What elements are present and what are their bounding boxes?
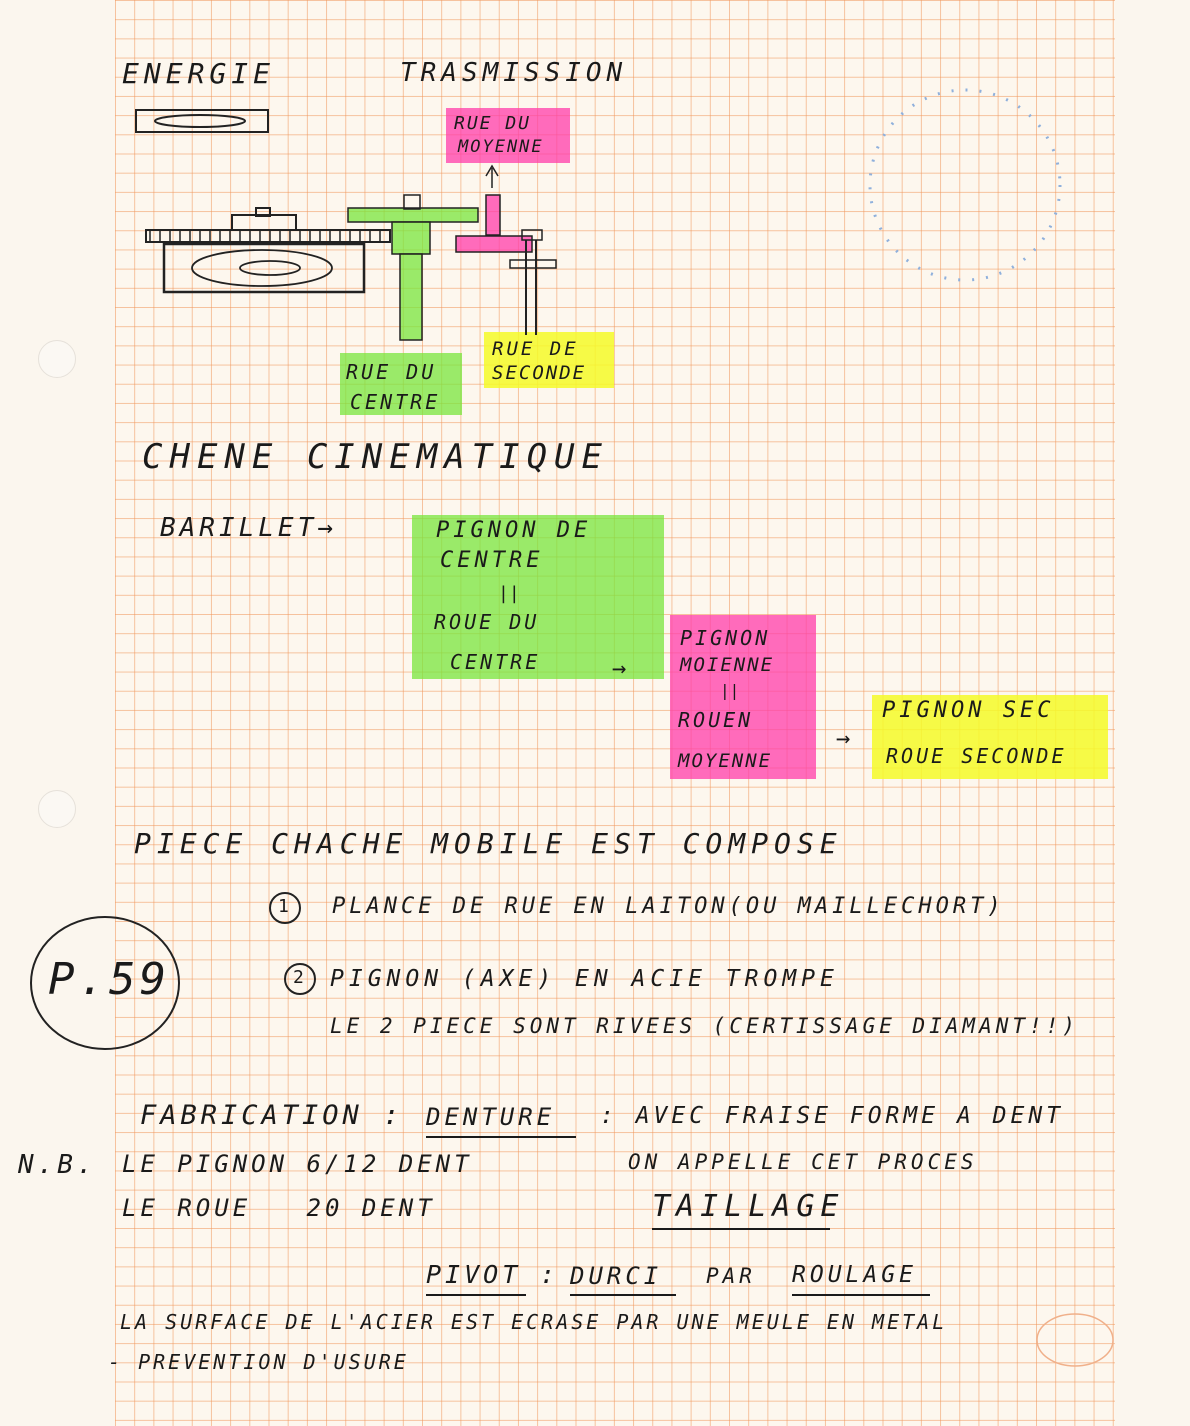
item-1-text: PLANCE DE RUE EN LAITON(OU MAILLECHORT): [332, 894, 1005, 919]
punch-hole: [38, 790, 76, 828]
box-seconde-line2: ROUE SECONDE: [886, 744, 1067, 768]
box-moyenne-line2: MOIENNE: [680, 654, 775, 676]
appelle-text: ON APPELLE CET PROCES: [628, 1150, 978, 1174]
box-centre-line4: ROUE DU: [434, 610, 540, 634]
highlight-seconde-label: [484, 332, 614, 388]
highlight-centre-label: [340, 353, 462, 415]
chaine-title: CHENE CINEMATIQUE: [142, 437, 609, 477]
box-moyenne-line5: MOYENNE: [678, 750, 773, 772]
piece-line: PIECE CHACHE MOBILE EST COMPOSE: [134, 827, 843, 860]
fabrication-label: FABRICATION :: [140, 1100, 404, 1131]
highlight-box-centre: [412, 515, 664, 679]
label-seconde: SECONDE: [492, 362, 587, 384]
arrow-moyenne-seconde: →: [836, 724, 851, 752]
label-moyenne: MOYENNE: [458, 137, 544, 157]
item-2b-text: LE 2 PIECE SONT RIVEES (CERTISSAGE DIAMA…: [330, 1014, 1079, 1038]
pignon-dent: LE PIGNON 6/12 DENT: [122, 1150, 473, 1178]
pivot-colon: :: [540, 1260, 556, 1289]
title-energie: ENERGIE: [122, 57, 276, 90]
denture-underline: [426, 1136, 576, 1138]
fraise-text: : AVEC FRAISE FORME A DENT: [600, 1103, 1065, 1129]
highlight-moyenne-label: [446, 108, 570, 163]
roulage-label: ROULAGE: [792, 1262, 917, 1288]
arrow-centre-moyenne: →: [612, 654, 627, 682]
roulage-underline: [792, 1294, 930, 1296]
item-2-text: PIGNON (AXE) EN ACIE TROMPE: [330, 966, 839, 992]
nb-label: N.B.: [18, 1150, 97, 1180]
label-rue-de: RUE DE: [492, 338, 579, 360]
item-number-1: 1: [278, 896, 289, 917]
box-moyenne-line1: PIGNON: [680, 626, 771, 650]
prevention-text: - PREVENTION D'USURE: [108, 1350, 409, 1374]
box-moyenne-line4: ROUEN: [678, 708, 754, 732]
durci-underline: [570, 1294, 676, 1296]
highlight-box-moyenne: [670, 615, 816, 779]
box-centre-line2: CENTRE: [440, 548, 544, 573]
pivot-underline: [426, 1294, 526, 1296]
title-transmission: TRASMISSION: [400, 58, 628, 88]
durci-label: DURCI: [570, 1262, 663, 1290]
roue-dent: LE ROUE 20 DENT: [122, 1194, 436, 1222]
box-centre-line1: PIGNON DE: [436, 518, 592, 543]
label-centre: CENTRE: [350, 390, 441, 414]
box-centre-line3: ||: [498, 583, 520, 604]
box-centre-line5: CENTRE: [450, 650, 541, 674]
taillage-underline: [652, 1228, 830, 1230]
highlight-box-seconde: [872, 695, 1108, 779]
label-rue-du-centre: RUE DU: [346, 360, 437, 384]
par-label: PAR: [706, 1264, 756, 1288]
box-seconde-line1: PIGNON SEC: [882, 698, 1055, 723]
punch-hole: [38, 340, 76, 378]
surface-text: LA SURFACE DE L'ACIER EST ECRASE PAR UNE…: [120, 1310, 948, 1334]
barillet-label: BARILLET→: [160, 513, 337, 543]
taillage-label: TAILLAGE: [652, 1189, 845, 1224]
pivot-label: PIVOT: [426, 1260, 522, 1289]
label-rue-du: RUE DU: [454, 113, 532, 134]
denture-label: DENTURE: [426, 1103, 556, 1131]
item-number-2: 2: [293, 967, 304, 988]
page-reference: P.59: [48, 954, 170, 1005]
box-moyenne-line3: ||: [720, 681, 740, 700]
